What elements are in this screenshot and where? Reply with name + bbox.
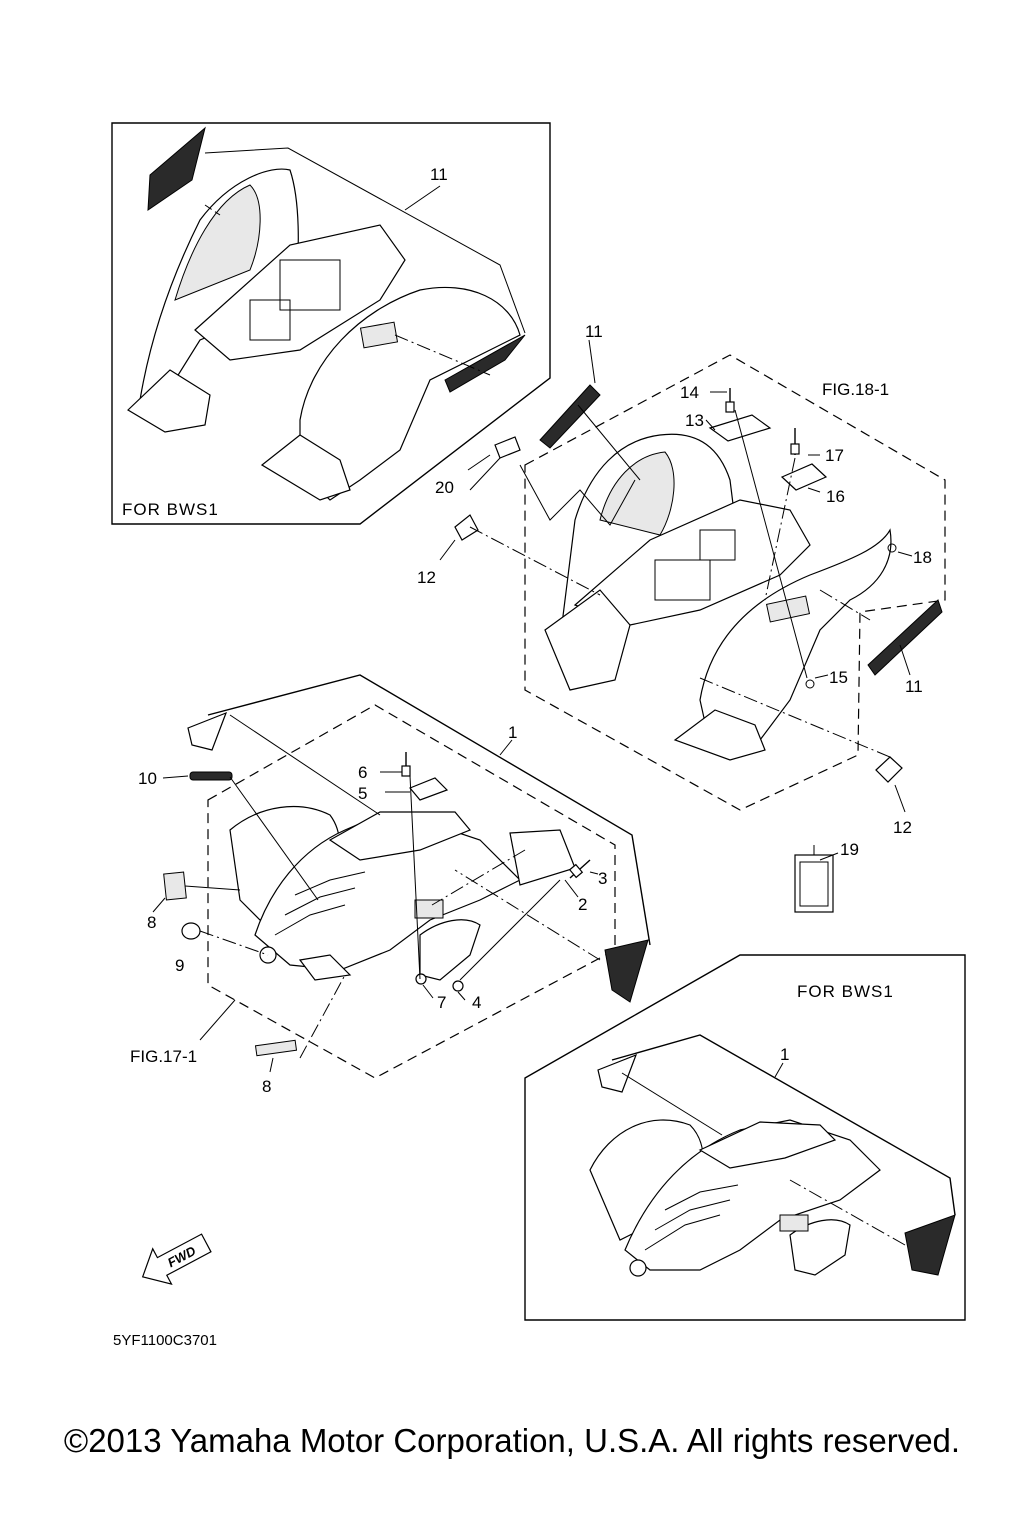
callout-20: 20 (435, 478, 454, 497)
decal-1-tail (604, 939, 649, 1003)
rear-fender-drawing (544, 433, 897, 761)
callout-11: 11 (585, 322, 603, 341)
decal-20 (494, 436, 521, 459)
callout-17: 17 (825, 446, 844, 465)
decal-12-right (875, 756, 903, 783)
nut-4 (452, 980, 464, 992)
figure-ref-18-1: FIG.18-1 (822, 380, 889, 399)
decal-11-right (867, 599, 943, 676)
callout-11: 11 (430, 165, 448, 184)
decal-11-top (539, 384, 601, 449)
figure-ref-17-1: FIG.17-1 (130, 1047, 197, 1066)
callout-13: 13 (685, 411, 704, 430)
rear-fender-assembly: FIG.18-1 11 11 12 12 13 14 15 16 17 18 2… (417, 322, 946, 837)
plate-2 (509, 829, 576, 886)
decal-12-left (454, 514, 479, 541)
emblem-10 (189, 771, 233, 781)
callout-11: 11 (905, 677, 923, 696)
callout-7: 7 (437, 993, 446, 1012)
fwd-arrow-icon: FWD (141, 1233, 212, 1286)
rivet-14 (725, 388, 735, 413)
callout-12: 12 (893, 818, 912, 837)
callout-2: 2 (578, 895, 587, 914)
bws1-front-fender-box: FOR BWS1 1 (524, 954, 966, 1321)
callout-3: 3 (598, 869, 607, 888)
cap-9 (181, 922, 201, 940)
callout-8: 8 (147, 913, 156, 932)
callout-16: 16 (826, 487, 845, 506)
rivet-7 (415, 973, 427, 985)
callout-14: 14 (680, 383, 699, 402)
callout-10: 10 (138, 769, 157, 788)
front-fender-drawing (229, 805, 522, 981)
callout-19: 19 (840, 840, 859, 859)
rear-leader-lines (439, 339, 913, 813)
reflector-8-left (163, 871, 187, 901)
rivet-6 (401, 752, 411, 777)
front-fender-assembly: 1 2 3 4 5 6 7 8 8 9 10 FIG.17-1 (130, 674, 651, 1096)
bws1-front-fender-drawing (589, 1119, 881, 1277)
callout-4: 4 (472, 993, 481, 1012)
callout-1: 1 (508, 723, 517, 742)
callout-8: 8 (262, 1077, 271, 1096)
variant-label: FOR BWS1 (122, 500, 219, 519)
callout-9: 9 (175, 956, 184, 975)
diagram-code: 5YF1100C3701 (113, 1332, 217, 1349)
callout-12: 12 (417, 568, 436, 587)
decal-1-tail-bws1 (904, 1214, 956, 1276)
bws1-rear-leader-lines (204, 147, 526, 376)
label-card-19: 19 (794, 840, 859, 913)
decal-16 (780, 463, 828, 491)
callout-15: 15 (829, 668, 848, 687)
callout-1: 1 (780, 1045, 789, 1064)
reflector-8-bottom (254, 1039, 298, 1057)
copyright-notice: ©2013 Yamaha Motor Corporation, U.S.A. A… (63, 1422, 961, 1459)
rivet-17 (790, 428, 800, 455)
callout-6: 6 (358, 763, 367, 782)
front-leader-lines (152, 714, 601, 1073)
variant-label: FOR BWS1 (797, 982, 894, 1001)
callout-18: 18 (913, 548, 932, 567)
bws1-rear-fender-box: 11 FOR BWS1 (111, 122, 551, 525)
decal-5 (409, 777, 449, 801)
callout-5: 5 (358, 784, 367, 803)
bws1-rear-fender-drawing (127, 126, 526, 501)
decal-1-head-bws1 (597, 1053, 638, 1093)
decal-1-head (187, 711, 228, 751)
screw-3 (568, 859, 591, 879)
